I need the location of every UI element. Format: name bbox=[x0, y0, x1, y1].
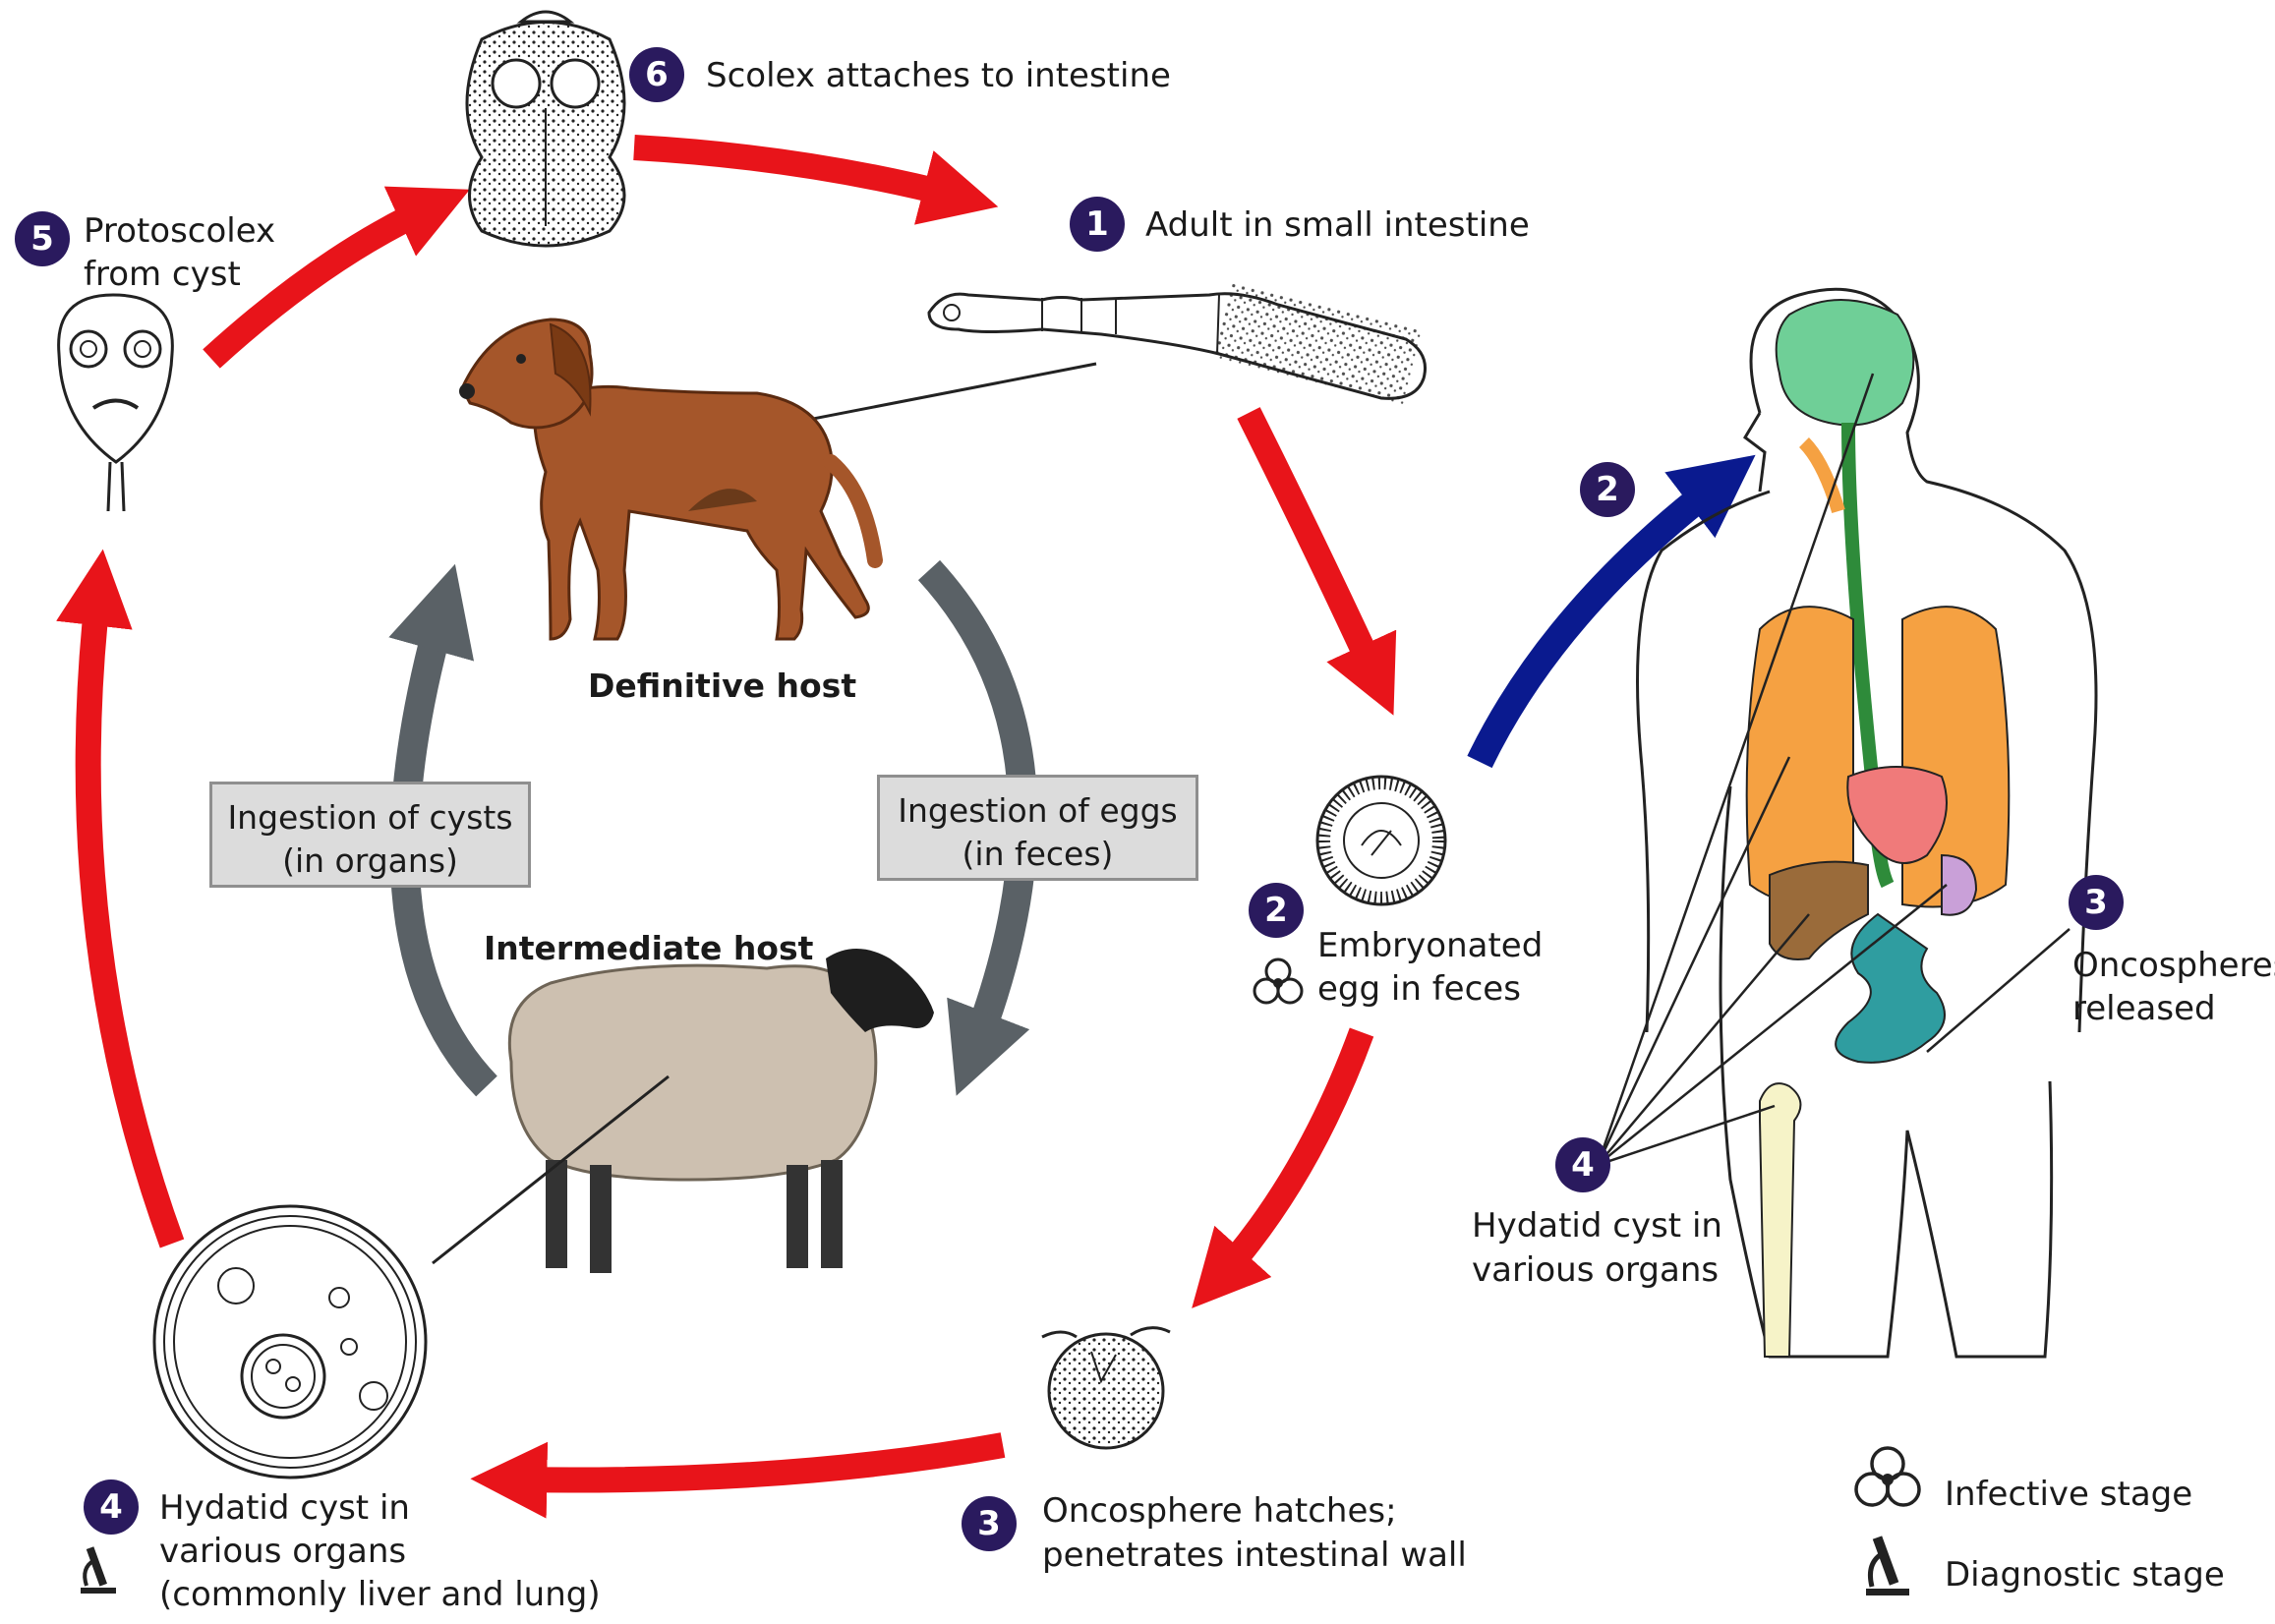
step-4-label-line3: (commonly liver and lung) bbox=[159, 1575, 601, 1614]
ingestion-eggs-line2: (in feces) bbox=[962, 835, 1114, 873]
hydatid-cyst-illustration bbox=[152, 1204, 428, 1479]
step-6-label: Scolex attaches to intestine bbox=[706, 56, 1171, 95]
step-4-label-line2: various organs bbox=[159, 1532, 407, 1571]
legend-diagnostic-label: Diagnostic stage bbox=[1945, 1555, 2225, 1595]
human-badge-3: 3 bbox=[2069, 875, 2124, 930]
femur-bone bbox=[1759, 1082, 1802, 1358]
step-3-label-line1: Oncosphere hatches; bbox=[1042, 1491, 1397, 1531]
pointer-cyst-to-sheep bbox=[432, 1074, 670, 1265]
ingestion-cysts-line2: (in organs) bbox=[282, 841, 458, 880]
legend-infective-label: Infective stage bbox=[1945, 1475, 2193, 1514]
arrow-2-to-3 bbox=[1192, 1027, 1374, 1308]
heart-organ bbox=[1846, 766, 1948, 864]
step-2-label-line2: egg in feces bbox=[1317, 969, 1521, 1009]
step-4-label-line1: Hydatid cyst in bbox=[159, 1488, 410, 1528]
legend-microscope-icon bbox=[1866, 1536, 1909, 1595]
arrow-1-to-2 bbox=[1237, 407, 1397, 716]
step-badge-4: 4 bbox=[84, 1479, 139, 1535]
esophagus-organ bbox=[1841, 422, 1895, 889]
step-1-label: Adult in small intestine bbox=[1145, 205, 1530, 245]
human-pointer-lines bbox=[1596, 373, 2071, 1167]
human-step-4-label-line2: various organs bbox=[1472, 1250, 1720, 1290]
ingestion-cysts-line1: Ingestion of cysts bbox=[227, 798, 513, 837]
intermediate-host-label: Intermediate host bbox=[484, 929, 814, 967]
step-badge-2: 2 bbox=[1249, 883, 1304, 938]
step-2-label-line1: Embryonated bbox=[1317, 926, 1544, 965]
protoscolex-illustration bbox=[57, 293, 174, 512]
ingestion-eggs-line1: Ingestion of eggs bbox=[898, 791, 1178, 830]
adult-worm-illustration bbox=[927, 281, 1427, 407]
human-step-3-label-line2: released bbox=[2072, 989, 2216, 1028]
arrow-6-to-1 bbox=[633, 135, 999, 225]
human-step-3-label-line1: Oncospheres bbox=[2072, 946, 2275, 985]
arrow-5-to-6 bbox=[203, 186, 470, 369]
biohazard-icon bbox=[1253, 957, 1304, 1005]
human-badge-2: 2 bbox=[1580, 462, 1635, 517]
ingestion-cysts-box: Ingestion of cysts (in organs) bbox=[209, 782, 531, 888]
step-badge-3: 3 bbox=[962, 1496, 1017, 1551]
microscope-icon bbox=[81, 1546, 116, 1594]
step-5-label-line1: Protoscolex bbox=[84, 211, 276, 251]
arrow-egg-to-human bbox=[1467, 454, 1756, 769]
step-badge-6: 6 bbox=[629, 47, 684, 102]
intestine-organ bbox=[1835, 912, 1946, 1064]
step-badge-1: 1 bbox=[1070, 197, 1125, 252]
human-step-4-label-line1: Hydatid cyst in bbox=[1472, 1206, 1722, 1246]
brain-organ bbox=[1775, 299, 1915, 427]
egg-illustration bbox=[1315, 775, 1447, 906]
definitive-host-label: Definitive host bbox=[588, 667, 857, 705]
step-5-label-line2: from cyst bbox=[84, 255, 241, 294]
arrow-3-to-4 bbox=[470, 1432, 1006, 1519]
arrow-cysts-to-dog bbox=[388, 563, 497, 1097]
sheep-illustration bbox=[507, 949, 934, 1273]
arrow-4-to-5 bbox=[56, 549, 185, 1248]
ingestion-eggs-box: Ingestion of eggs (in feces) bbox=[877, 775, 1198, 881]
step-badge-5: 5 bbox=[15, 211, 70, 266]
human-body-illustration bbox=[1636, 287, 2098, 1359]
stomach-organ bbox=[1941, 853, 1978, 916]
step-3-label-line2: penetrates intestinal wall bbox=[1042, 1536, 1467, 1575]
human-badge-4: 4 bbox=[1555, 1137, 1610, 1192]
oncosphere-illustration bbox=[1041, 1326, 1171, 1450]
dog-illustration bbox=[459, 318, 883, 641]
scolex-illustration bbox=[465, 10, 626, 248]
legend-biohazard-icon bbox=[1854, 1446, 1921, 1507]
liver-organ bbox=[1769, 860, 1869, 960]
